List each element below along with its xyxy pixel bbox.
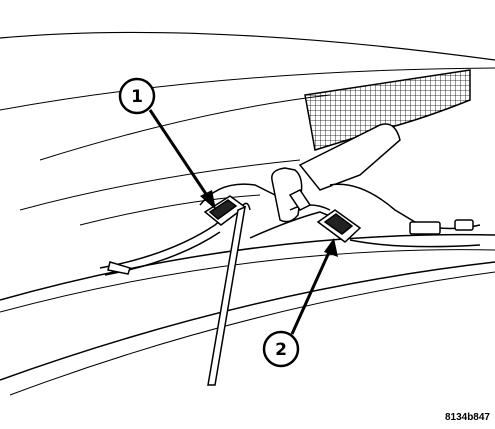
body-panel-lines xyxy=(0,31,495,396)
callout-circle-icon xyxy=(262,330,300,368)
callout-2-label: 2 xyxy=(275,340,287,360)
wiring-harness xyxy=(99,183,481,276)
figure-id: 8134b847 xyxy=(445,412,490,423)
callout-2: 2 xyxy=(262,238,338,368)
leader-arrow-icon xyxy=(290,249,332,335)
callout-1-label: 1 xyxy=(131,87,143,107)
callout-1: 1 xyxy=(118,77,216,210)
connector-1 xyxy=(203,195,251,386)
connector-2 xyxy=(288,189,362,243)
callout-circle-icon xyxy=(118,77,156,115)
leader-arrow-icon xyxy=(148,109,212,201)
